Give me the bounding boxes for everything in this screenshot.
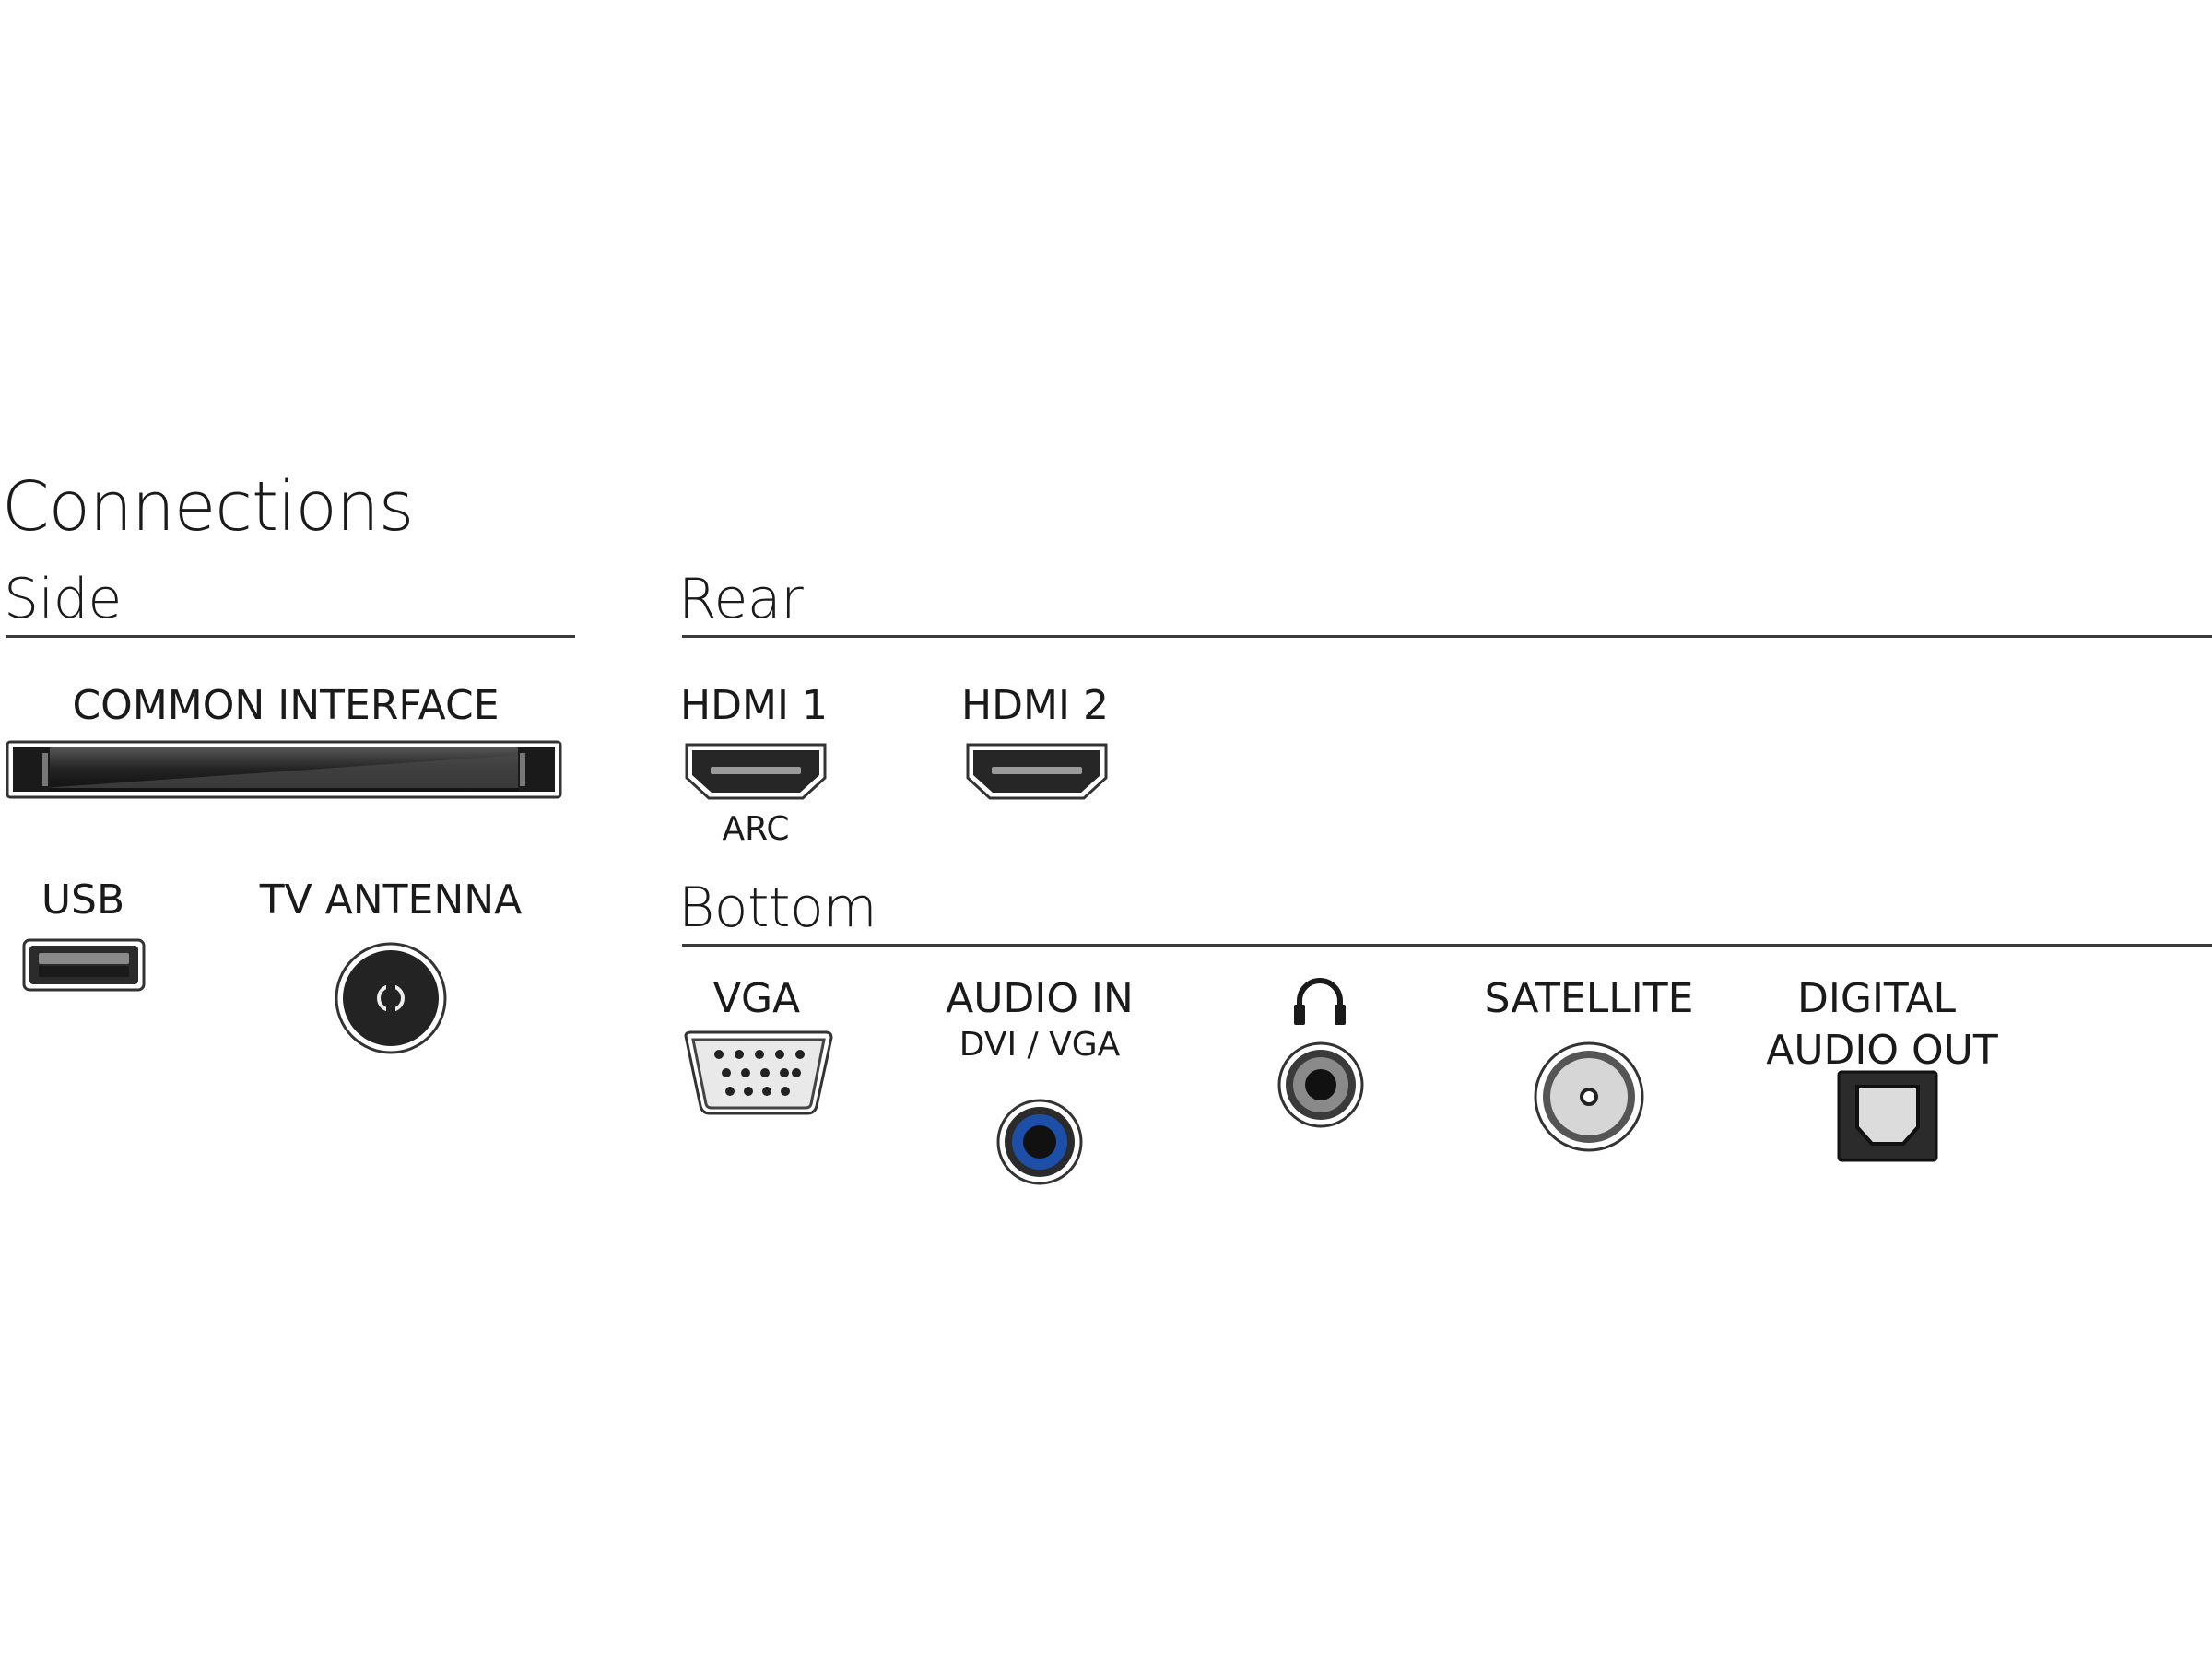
hdmi1-port-icon	[683, 739, 829, 802]
audio-in-label: AUDIO IN	[946, 975, 1134, 1022]
hdmi2-label: HDMI 2	[961, 682, 1109, 729]
section-bottom-divider	[682, 944, 2212, 947]
common-interface-label: COMMON INTERFACE	[72, 682, 500, 729]
page-title: Connections	[2, 467, 414, 547]
digital-audio-out-label-line1: DIGITAL	[1796, 975, 1957, 1022]
headphone-jack-icon	[1277, 1041, 1365, 1129]
hdmi2-port-icon	[964, 739, 1110, 802]
usb-port-icon	[22, 938, 146, 992]
common-interface-slot-icon	[6, 740, 562, 799]
hdmi1-arc-label: ARC	[722, 810, 790, 848]
vga-label: VGA	[712, 975, 801, 1022]
hdmi1-label: HDMI 1	[680, 682, 828, 729]
headphone-icon	[1292, 975, 1347, 1027]
satellite-port-icon	[1533, 1041, 1645, 1153]
audio-in-jack-icon	[995, 1098, 1084, 1186]
tv-antenna-port-icon	[334, 941, 448, 1055]
section-rear-heading: Rear	[678, 567, 804, 631]
usb-label: USB	[41, 877, 125, 924]
digital-audio-out-label-line2: AUDIO OUT	[1766, 1027, 1998, 1074]
satellite-label: SATELLITE	[1484, 975, 1694, 1022]
digital-audio-out-port-icon	[1837, 1070, 1938, 1162]
vga-port-icon	[682, 1029, 835, 1117]
section-side-divider	[6, 635, 575, 638]
tv-antenna-label: TV ANTENNA	[259, 877, 523, 924]
section-side-heading: Side	[4, 567, 122, 631]
audio-in-sub-label: DVI / VGA	[959, 1026, 1121, 1064]
section-rear-divider	[682, 635, 2212, 638]
section-bottom-heading: Bottom	[678, 876, 877, 940]
